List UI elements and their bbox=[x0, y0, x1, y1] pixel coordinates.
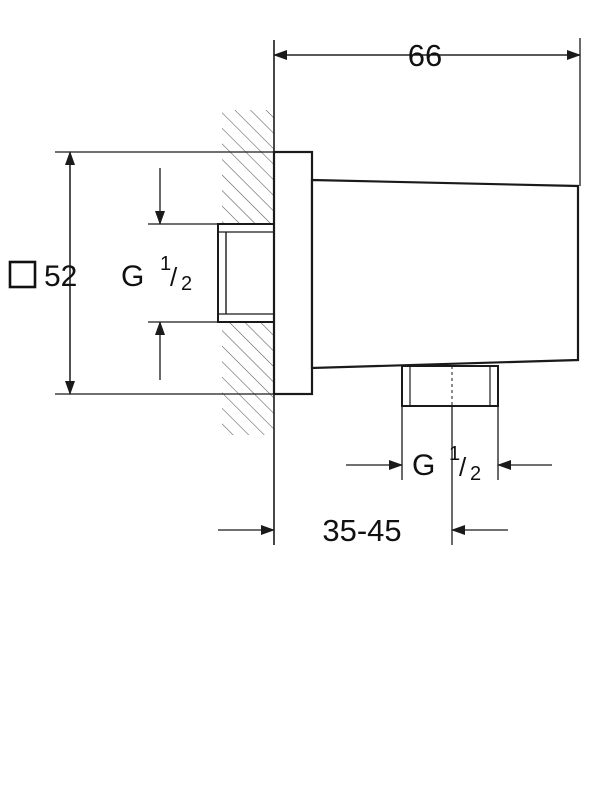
inlet-thread-g: G bbox=[121, 260, 144, 293]
outlet-thread-label: G 1 / 2 bbox=[412, 443, 481, 485]
outlet-connector bbox=[401, 365, 499, 407]
outlet-thread-numerator: 1 bbox=[449, 443, 460, 465]
inlet-thread-numerator: 1 bbox=[160, 253, 171, 275]
inlet-thread-label: G 1 / 2 bbox=[121, 253, 192, 295]
wall-hatch-upper bbox=[222, 110, 274, 225]
inlet-thread-denominator: 2 bbox=[181, 273, 192, 295]
inlet-nipple bbox=[217, 223, 275, 323]
outlet-thread-dimension bbox=[346, 406, 552, 480]
wall-hatch-lower bbox=[222, 323, 274, 435]
inlet-thread-slash: / bbox=[170, 262, 178, 292]
wall-flange bbox=[272, 150, 314, 396]
elbow-body bbox=[310, 178, 580, 370]
dimension-66-label: 66 bbox=[408, 38, 442, 73]
outlet-thread-denominator: 2 bbox=[470, 463, 481, 485]
square-size-label: 52 bbox=[8, 260, 77, 293]
dimension-52 bbox=[55, 151, 274, 395]
outlet-thread-slash: / bbox=[459, 452, 467, 482]
dimension-66 bbox=[273, 38, 581, 186]
outlet-thread-g: G bbox=[412, 449, 435, 482]
dimension-35-45 bbox=[218, 406, 508, 545]
dimension-35-45-label: 35-45 bbox=[322, 513, 401, 548]
square-symbol-icon bbox=[8, 260, 37, 289]
inlet-thread-dimension bbox=[148, 168, 274, 380]
wall-section bbox=[222, 110, 274, 435]
square-size-value: 52 bbox=[44, 260, 77, 293]
